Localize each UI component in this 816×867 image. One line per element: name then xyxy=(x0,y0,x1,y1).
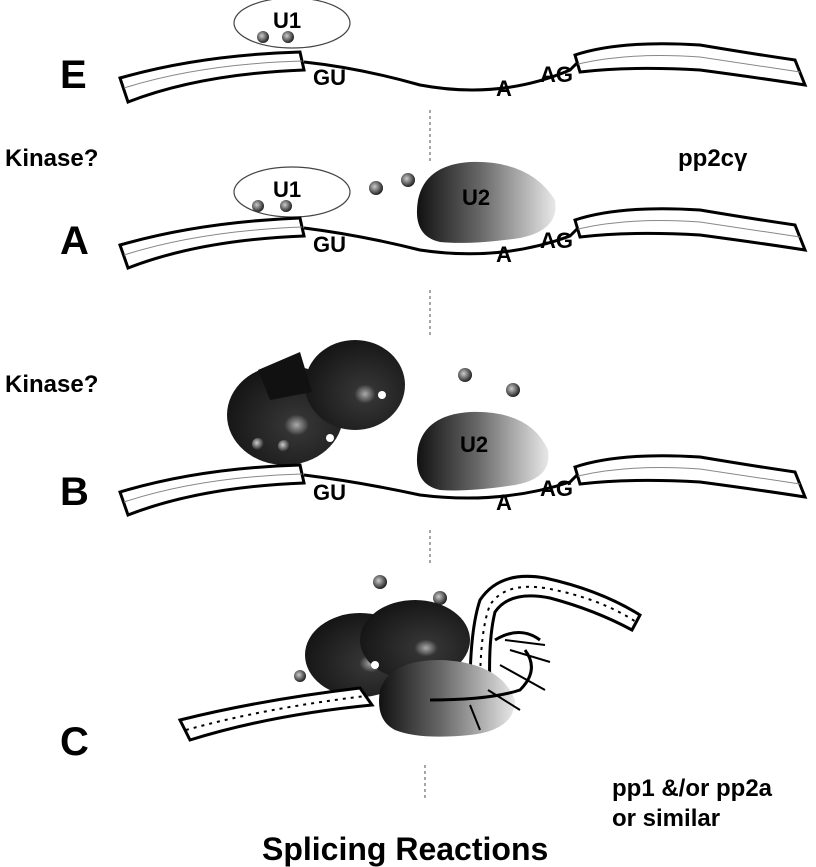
stage-a-label: A xyxy=(60,219,89,263)
sr-protein xyxy=(369,181,383,195)
snrnp-particle xyxy=(305,340,405,430)
acceptor-site-label: AG xyxy=(540,228,573,253)
stage-c: C xyxy=(60,575,640,764)
acceptor-site-label: AG xyxy=(540,476,573,501)
kinase-label-2: Kinase? xyxy=(5,371,98,398)
sr-protein xyxy=(278,440,290,452)
sr-protein xyxy=(506,383,520,397)
acceptor-site-label: AG xyxy=(540,62,573,87)
exon-1 xyxy=(120,465,304,515)
u1-label: U1 xyxy=(273,177,301,202)
sr-protein xyxy=(282,31,294,43)
stage-e-label: E xyxy=(60,53,87,97)
donor-site-label: GU xyxy=(313,232,346,257)
acceptor-site xyxy=(495,633,540,641)
sr-protein xyxy=(373,575,387,589)
stage-b: B U2 GU A AG xyxy=(60,340,805,515)
sr-protein xyxy=(257,31,269,43)
exon-2-looped xyxy=(470,576,640,690)
sr-protein xyxy=(252,200,264,212)
branch-site-label: A xyxy=(496,490,512,515)
sr-protein xyxy=(280,200,292,212)
u2-label: U2 xyxy=(462,185,490,210)
stage-c-label: C xyxy=(60,720,89,764)
stage-a: A U1 U2 GU A AG xyxy=(60,162,805,268)
exon-2 xyxy=(575,209,805,250)
phosphatase-label-2-line1: pp1 &/or pp2a xyxy=(612,775,773,802)
branch-site-label: A xyxy=(496,76,512,101)
exon-1 xyxy=(180,688,372,740)
donor-site-label: GU xyxy=(313,480,346,505)
exon-1 xyxy=(120,218,304,268)
exon-2 xyxy=(575,44,805,85)
sr-protein xyxy=(252,438,264,450)
phosphatase-label-1: pp2cγ xyxy=(678,145,748,172)
sr-protein xyxy=(458,368,472,382)
stage-e: E U1 GU A AG xyxy=(60,0,805,102)
donor-site-label: GU xyxy=(313,65,346,90)
sr-protein xyxy=(294,670,306,682)
sr-protein xyxy=(401,173,415,187)
highlight-dot xyxy=(326,434,334,442)
phosphatase-label-2-line2: or similar xyxy=(612,805,720,832)
exon-1 xyxy=(120,52,304,102)
kinase-label-1: Kinase? xyxy=(5,145,98,172)
highlight-dot xyxy=(378,391,386,399)
u1-label: U1 xyxy=(273,8,301,33)
u2-label: U2 xyxy=(460,432,488,457)
footer-title: Splicing Reactions xyxy=(262,831,548,867)
stage-b-label: B xyxy=(60,470,89,514)
branch-site-label: A xyxy=(496,242,512,267)
highlight-dot xyxy=(371,661,379,669)
exon-2 xyxy=(575,456,805,497)
